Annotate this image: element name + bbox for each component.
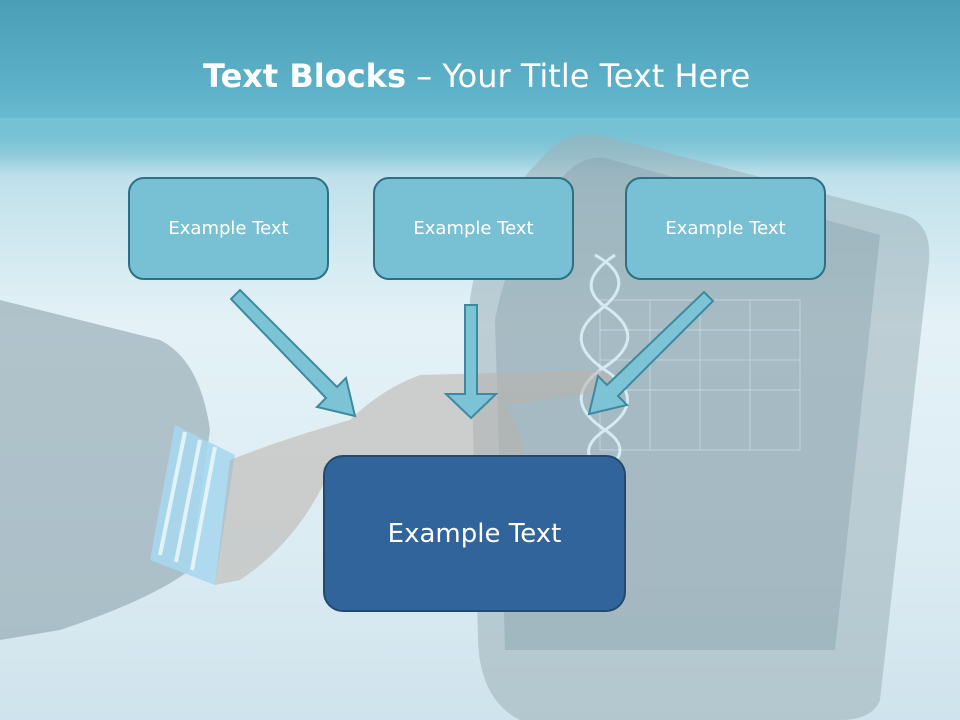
main-text-block[interactable]: Example Text	[323, 455, 626, 612]
text-block-2-label: Example Text	[413, 218, 534, 239]
text-block-2[interactable]: Example Text	[373, 177, 574, 280]
text-block-1-label: Example Text	[168, 218, 289, 239]
shirt-cuff	[150, 425, 235, 585]
text-block-3-label: Example Text	[665, 218, 786, 239]
text-block-1[interactable]: Example Text	[128, 177, 329, 280]
header-glow	[0, 118, 960, 178]
page-title: Text Blocks – Your Title Text Here	[203, 56, 903, 96]
title-dash: –	[406, 57, 443, 95]
text-block-3[interactable]: Example Text	[625, 177, 826, 280]
title-bold: Text Blocks	[203, 57, 406, 95]
cuff-stripes	[158, 431, 217, 571]
header-band	[0, 0, 960, 130]
main-text-block-label: Example Text	[387, 518, 562, 549]
hand	[215, 370, 613, 585]
title-rest: Your Title Text Here	[442, 57, 751, 95]
